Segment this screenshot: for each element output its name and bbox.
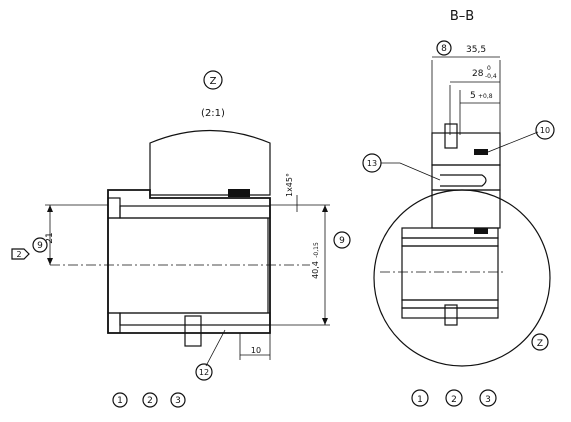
item-9-left-circle: [32, 237, 48, 253]
tolerance-flag-label: 2: [16, 250, 21, 259]
mid-block: [431, 189, 501, 229]
callout-13-label: 13: [367, 159, 377, 168]
number-circle: [142, 392, 158, 408]
dim-10-label: 10: [251, 346, 261, 355]
tolerance-flag: [11, 248, 30, 260]
left-flange-lower: [107, 312, 121, 334]
number-label: 3: [485, 395, 491, 405]
upper-component-section: [149, 129, 271, 196]
main-body-outline: [107, 189, 271, 334]
upper-block: [431, 132, 501, 166]
callout-13-leader: [381, 162, 441, 181]
dim-35-label: 35,5: [466, 45, 486, 55]
number-label: 1: [417, 395, 423, 405]
item-9-left-label: 9: [37, 241, 43, 251]
lower-groove: [119, 312, 271, 326]
callout-10-leader: [487, 131, 539, 153]
detail-z-marker-circle: [531, 333, 549, 351]
dim-21-label: 21: [45, 232, 55, 243]
bottom-pin: [184, 315, 202, 347]
lower-groove-bottom: [401, 299, 499, 309]
callout-10-label: 10: [540, 126, 550, 135]
section-title: B–B: [450, 9, 474, 24]
detail-view-z: Z (2:1) 21 9 2 1x45°: [11, 70, 351, 381]
detail-circle-z: [373, 189, 551, 367]
number-circle: [445, 389, 463, 407]
bolt-shape: [440, 174, 487, 187]
number-circle: [479, 389, 497, 407]
item-9-right-label: 9: [339, 236, 345, 246]
callout-12-label: 12: [199, 368, 209, 377]
number-circle: [170, 392, 186, 408]
callout-13-circle: [362, 153, 382, 173]
bottom-right-numbers: 1 2 3: [411, 389, 497, 407]
number-circle: [411, 389, 429, 407]
chamfer-label: 1x45°: [285, 173, 294, 197]
dim-40-label: 40,4: [311, 261, 320, 279]
lower-flange-bottom: [401, 307, 499, 319]
detail-marker-circle: [203, 70, 223, 90]
item-8-circle: [436, 40, 452, 56]
detail-marker-label: Z: [210, 76, 217, 87]
number-label: 3: [175, 396, 181, 406]
number-label: 2: [147, 396, 153, 406]
left-flange-upper: [107, 197, 121, 219]
arrow-up: [47, 205, 53, 212]
upper-pin: [444, 123, 458, 149]
number-circle: [112, 392, 128, 408]
dim-40-tol: -0,15: [313, 242, 320, 258]
arrow-down: [47, 258, 53, 265]
item-8-label: 8: [441, 44, 447, 54]
dim-28-label: 28: [472, 69, 484, 79]
number-label: 1: [117, 396, 123, 406]
dim-5-tol: +0,8: [478, 93, 493, 100]
callout-12-leader: [205, 329, 226, 367]
black-insert: [474, 149, 488, 155]
black-insert-lower: [474, 228, 488, 234]
dim-28-tol-upper: 0: [487, 65, 491, 72]
upper-groove: [119, 205, 271, 219]
dim-5-label: 5: [470, 91, 476, 101]
section-view-b-b: B–B 8 35,5 28 0 -0,4 5 +0,8: [362, 9, 555, 367]
arrow-up: [322, 205, 328, 212]
detail-scale-label: (2:1): [201, 108, 225, 119]
number-label: 2: [451, 395, 457, 405]
lower-groove-top: [401, 237, 499, 247]
lower-pin: [444, 304, 458, 326]
arrow-down: [322, 318, 328, 325]
detail-z-marker-label: Z: [537, 339, 543, 349]
callout-12-circle: [195, 363, 213, 381]
dim-28-tol-lower: -0,4: [485, 73, 497, 80]
item-9-right-circle: [333, 231, 351, 249]
seal-insert: [228, 189, 250, 197]
bottom-left-numbers: 1 2 3: [112, 392, 186, 408]
callout-10-circle: [535, 120, 555, 140]
lower-core: [401, 245, 499, 301]
core-section: [107, 217, 269, 314]
